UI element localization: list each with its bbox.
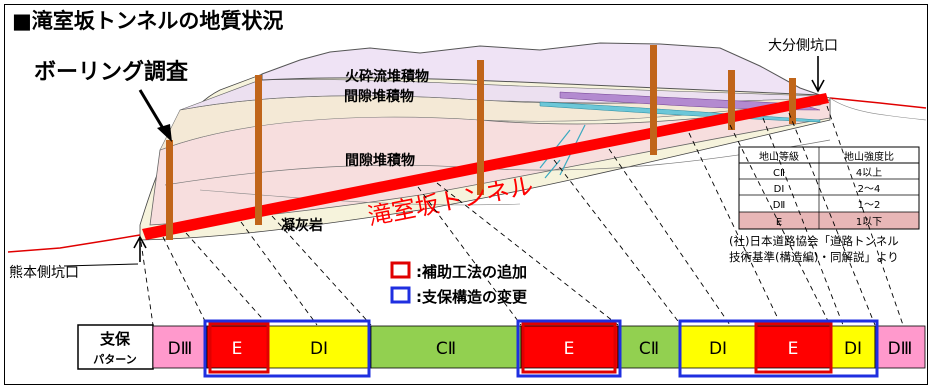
segment-c2 bbox=[370, 325, 522, 369]
legend-red-label: :補助工法の追加 bbox=[416, 263, 527, 281]
west-portal-arrow bbox=[133, 235, 147, 262]
segment-e bbox=[755, 325, 832, 369]
segment-e bbox=[206, 325, 269, 369]
tunnel-bar bbox=[142, 93, 829, 240]
ground-line-east bbox=[829, 97, 927, 109]
support-pattern-label-box bbox=[77, 324, 154, 370]
layer-purple-band bbox=[559, 91, 821, 111]
segment-d1 bbox=[830, 325, 876, 369]
legend-blue-swatch bbox=[390, 286, 411, 304]
structure-change-outline bbox=[516, 319, 622, 378]
projection-lines bbox=[140, 105, 904, 326]
label-east-portal: 大分側坑口 bbox=[768, 38, 838, 54]
assist-method-outlines bbox=[208, 322, 833, 374]
legend: :補助工法の追加 :支保構造の変更 bbox=[390, 261, 528, 306]
boring-pole bbox=[477, 60, 484, 195]
grade-cell: CⅡ bbox=[773, 168, 785, 179]
assist-method-outline bbox=[754, 322, 833, 374]
boundary-line bbox=[199, 189, 521, 206]
boring-poles bbox=[166, 45, 796, 240]
segment-label: E bbox=[788, 339, 799, 359]
segment-label: CⅡ bbox=[436, 339, 456, 359]
segment-label: DⅢ bbox=[888, 339, 913, 359]
assist-method-outline bbox=[521, 322, 617, 374]
grade-cell: DⅠ bbox=[774, 184, 785, 195]
east-portal-arrow bbox=[811, 56, 825, 93]
grade-table-source: 技術基準(構造編)・同解説」より bbox=[729, 250, 899, 264]
boring-arrow bbox=[138, 89, 166, 131]
support-pattern-label-sub: パターン bbox=[93, 353, 136, 366]
segment-label: DⅢ bbox=[168, 339, 193, 359]
legend-red-swatch bbox=[390, 261, 411, 279]
grade-cell: 4以上 bbox=[856, 167, 882, 179]
boring-pole bbox=[650, 45, 657, 155]
segment-label: DⅠ bbox=[844, 339, 862, 359]
boring-pole bbox=[166, 140, 173, 240]
grade-header-class: 地山等級 bbox=[759, 150, 799, 163]
label-tuff: 凝灰岩 bbox=[281, 217, 323, 234]
grade-cell: DⅡ bbox=[773, 200, 786, 211]
segment-d3 bbox=[874, 325, 926, 369]
segment-label: DⅠ bbox=[709, 339, 727, 359]
segment-c2 bbox=[617, 325, 682, 369]
label-west-portal: 熊本側坑口 bbox=[9, 265, 79, 281]
grade-cell: 1以下 bbox=[856, 217, 882, 228]
layer-pyroclastic bbox=[261, 42, 821, 96]
boring-label: ボーリング調査 bbox=[34, 59, 189, 85]
west-portal-leader bbox=[63, 263, 139, 267]
label-interstitial-lower: 間隙堆積物 bbox=[345, 152, 415, 169]
segment-label: DⅠ bbox=[310, 339, 328, 359]
segment-e bbox=[520, 325, 619, 369]
structure-change-outline bbox=[678, 319, 879, 378]
grade-table-source: (社)日本道路協会「道路トンネル bbox=[729, 234, 899, 248]
segment-d3 bbox=[152, 325, 208, 369]
page-title: ■滝室坂トンネルの地質状況 bbox=[12, 9, 283, 33]
boring-pole bbox=[789, 78, 796, 124]
assist-method-outline bbox=[208, 322, 270, 374]
ground-contour bbox=[829, 97, 927, 121]
ground-line-west bbox=[7, 234, 141, 253]
boring-pole bbox=[255, 75, 262, 225]
segment-label: E bbox=[232, 339, 243, 359]
grade-cell: 1～2 bbox=[858, 200, 881, 211]
figure-frame bbox=[4, 4, 928, 385]
boring-arrow-head bbox=[157, 124, 172, 142]
segment-label: E bbox=[564, 339, 575, 359]
structure-change-outlines bbox=[203, 319, 879, 378]
support-pattern-bar: DⅢ E DⅠ CⅡ E CⅡ DⅠ E DⅠ DⅢ bbox=[152, 325, 926, 369]
label-interstitial-upper: 間隙堆積物 bbox=[344, 88, 414, 105]
support-pattern-label: 支保 bbox=[99, 330, 131, 348]
boring-pole bbox=[728, 70, 735, 130]
label-pyroclastic: 火砕流堆積物 bbox=[345, 68, 429, 85]
grade-cell: 2～4 bbox=[858, 184, 881, 195]
segment-label: CⅡ bbox=[639, 339, 659, 359]
grade-table-row-e-bg bbox=[739, 212, 919, 229]
grade-header-ratio: 地山強度比 bbox=[844, 150, 894, 163]
structure-change-outline bbox=[203, 319, 371, 378]
grade-table: 地山等級 地山強度比 CⅡ 4以上 DⅠ 2～4 DⅡ 1～2 E 1以下 bbox=[738, 146, 920, 230]
legend-blue-label: :支保構造の変更 bbox=[416, 288, 528, 306]
segment-d1 bbox=[680, 325, 757, 369]
